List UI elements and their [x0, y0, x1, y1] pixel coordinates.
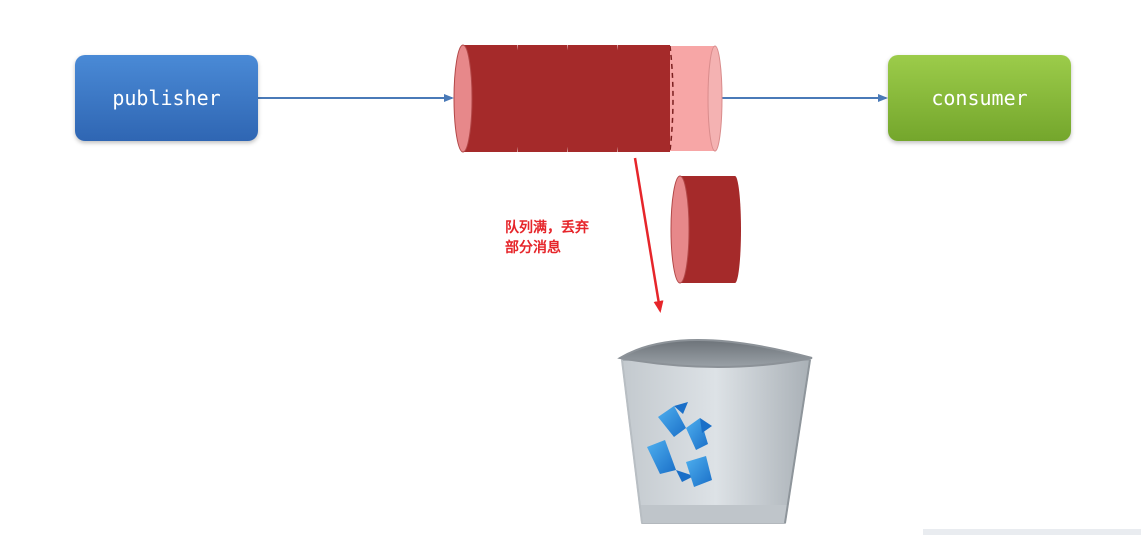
- queue-message: [618, 45, 670, 152]
- drop-annotation: 队列满，丢弃 部分消息: [505, 218, 589, 258]
- drop-annotation-line-1: 队列满，丢弃: [505, 220, 589, 236]
- bottom-edge-strip: [923, 529, 1141, 535]
- recycle-bin-icon: [617, 339, 813, 524]
- queue: [453, 44, 723, 153]
- queue-message: [518, 44, 573, 153]
- drop-arrow: [633, 157, 664, 313]
- publisher-label: publisher: [112, 86, 221, 110]
- publisher-node: publisher: [75, 55, 258, 141]
- drop-annotation-line-2: 部分消息: [505, 240, 561, 256]
- queue-message: [568, 44, 623, 153]
- consumer-node: consumer: [888, 55, 1071, 141]
- queue-front-face: [453, 44, 473, 153]
- dropped-message: [670, 175, 741, 284]
- consumer-label: consumer: [931, 86, 1028, 110]
- recycle-symbol-icon: [647, 402, 712, 487]
- queue-overflow-slot: [669, 45, 723, 152]
